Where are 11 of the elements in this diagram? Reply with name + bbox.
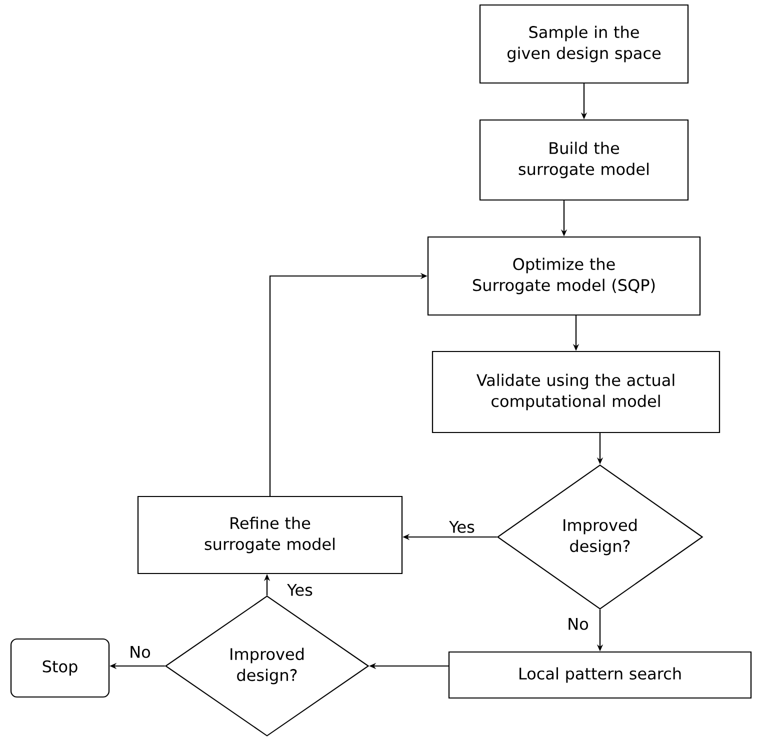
edge-label: Yes [448, 520, 476, 534]
process-box: Refine the surrogate model [137, 496, 403, 574]
process-box: Validate using the actual computational model [432, 350, 720, 434]
process-box: Sample in the given design space [479, 4, 689, 84]
edge-label: Yes [286, 583, 314, 597]
process-box: Optimize the Surrogate model (SQP) [427, 236, 701, 316]
terminal-box: Stop [10, 638, 110, 698]
edge-label: No [566, 617, 590, 631]
process-box: Build the surrogate model [479, 119, 689, 201]
edge-label: No [128, 645, 152, 659]
process-box: Local pattern search [448, 651, 752, 699]
